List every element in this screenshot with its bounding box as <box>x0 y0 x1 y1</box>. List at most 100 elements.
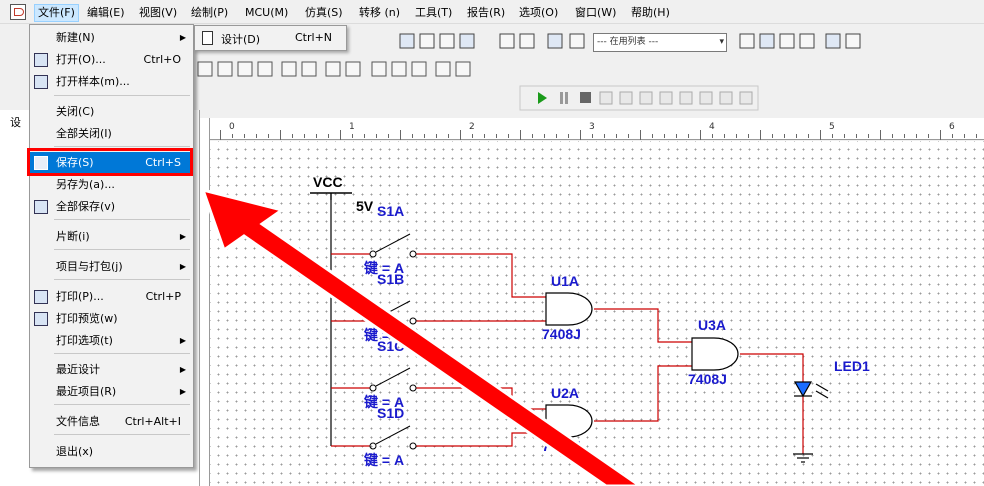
ruler-tick <box>640 130 641 140</box>
file-menu-item-11[interactable]: 打印预览(w) <box>30 308 193 330</box>
schematic-drawing: VCC 5V U1A 7408J U2A 7408J U3A 7408J LED… <box>310 174 870 468</box>
switch-name: S1C <box>377 338 404 354</box>
and-gate-u3a[interactable] <box>691 337 739 371</box>
ruler-tick <box>352 134 353 138</box>
ruler-tick <box>964 134 965 138</box>
ruler-tick <box>736 134 737 138</box>
menu-10[interactable]: 窗口(W) <box>575 6 617 19</box>
file-menu: 新建(N)▶打开(O)...Ctrl+O 打开样本(m)... 关闭(C) 全部关闭(… <box>29 24 194 468</box>
ruler-tick <box>388 134 389 138</box>
ruler-tick <box>868 134 869 138</box>
file-menu-item-10[interactable]: 打印(P)...Ctrl+P <box>30 286 193 308</box>
file-menu-label: 打开样本(m)... <box>56 75 130 88</box>
ruler-tick <box>616 134 617 138</box>
ruler-tick <box>460 130 461 140</box>
ruler-tick <box>316 134 317 138</box>
switch-lever-s1b[interactable] <box>375 300 411 320</box>
ruler-tick <box>796 134 797 138</box>
file-menu-item-4[interactable]: 全部关闭(I) <box>30 123 193 145</box>
file-menu-item-12[interactable]: 打印选项(t)▶ <box>30 330 193 352</box>
file-menu-item-3[interactable]: 关闭(C) <box>30 101 193 123</box>
ruler-tick <box>508 134 509 138</box>
file-menu-item-14[interactable]: 最近项目(R)▶ <box>30 381 193 403</box>
file-menu-shortcut: Ctrl+Alt+I <box>124 415 181 428</box>
menu-8[interactable]: 报告(R) <box>467 6 506 19</box>
gate-name-u1a: U1A <box>551 273 579 289</box>
ruler-tick <box>664 134 665 138</box>
file-menu-shortcut: Ctrl+P <box>145 290 181 303</box>
file-menu-label: 全部保存(v) <box>56 200 116 213</box>
ruler-label: 4 <box>709 122 715 132</box>
submenu-arrow-icon: ▶ <box>179 365 186 374</box>
file-menu-item-7[interactable]: 全部保存(v) <box>30 196 193 218</box>
file-menu-item-6[interactable]: 另存为(a)... <box>30 174 193 196</box>
ruler-tick <box>784 134 785 138</box>
switch-name: S1A <box>377 203 404 219</box>
menu-6[interactable]: 转移 (n) <box>359 6 401 19</box>
ruler-tick <box>892 134 893 138</box>
menu-1[interactable]: 编辑(E) <box>87 6 125 19</box>
switch-lever-s1a[interactable] <box>375 233 411 253</box>
file-menu-item-1[interactable]: 打开(O)...Ctrl+O <box>30 49 193 71</box>
file-menu-item-2[interactable]: 打开样本(m)... <box>30 71 193 93</box>
led-diode-icon[interactable] <box>793 381 813 398</box>
submenu-arrow-icon: ▶ <box>179 336 186 345</box>
and-gate-u1a[interactable] <box>545 292 593 326</box>
menu-7[interactable]: 工具(T) <box>415 6 453 19</box>
ruler-tick <box>748 134 749 138</box>
menu-separator <box>54 219 190 220</box>
menu-3[interactable]: 绘制(P) <box>191 6 229 19</box>
ruler-tick <box>436 134 437 138</box>
menu-4[interactable]: MCU(M) <box>245 6 289 19</box>
menu-5[interactable]: 仿真(S) <box>305 6 343 19</box>
ruler-tick <box>232 134 233 138</box>
chevron-down-icon: ▾ <box>719 37 724 47</box>
menu-separator <box>54 95 190 96</box>
ruler-tick <box>304 134 305 138</box>
menu-2[interactable]: 视图(V) <box>139 6 178 19</box>
file-menu-item-16[interactable]: 退出(x) <box>30 441 193 463</box>
switch-contact <box>369 317 377 325</box>
panel-tab[interactable]: 设 <box>10 116 21 129</box>
file-menu-item-8[interactable]: 片断(i)▶ <box>30 226 193 248</box>
file-menu-label: 全部关闭(I) <box>56 127 112 140</box>
menu-11[interactable]: 帮助(H) <box>631 6 670 19</box>
menu-0[interactable]: 文件(F) <box>34 4 79 22</box>
menu-separator <box>54 249 190 250</box>
submenu-arrow-icon: ▶ <box>179 33 186 42</box>
menu-9[interactable]: 选项(O) <box>519 6 559 19</box>
switch-lever-s1c[interactable] <box>375 367 411 387</box>
ruler-tick <box>676 134 677 138</box>
file-menu-item-0[interactable]: 新建(N)▶ <box>30 27 193 49</box>
ruler-tick <box>952 134 953 138</box>
file-menu-item-13[interactable]: 最近设计 ▶ <box>30 359 193 381</box>
file-menu-item-9[interactable]: 项目与打包(j)▶ <box>30 256 193 278</box>
gate-part-u3a: 7408J <box>688 371 727 387</box>
ruler-tick <box>724 134 725 138</box>
new-design-item[interactable]: 设计(D) <box>221 33 261 46</box>
in-use-list-combo[interactable]: --- 在用列表 --- ▾ <box>593 33 727 52</box>
ruler-tick <box>448 134 449 138</box>
in-use-list-value: --- 在用列表 --- <box>597 37 659 47</box>
switch-lever-s1d[interactable] <box>375 425 411 445</box>
ruler-tick <box>292 134 293 138</box>
ruler-label: 6 <box>949 122 955 132</box>
file-menu-label: 关闭(C) <box>56 105 95 118</box>
file-menu-item-5[interactable]: 保存(S)Ctrl+S <box>30 152 193 174</box>
file-menu-label: 最近设计 <box>56 363 100 376</box>
gate-name-u2a: U2A <box>551 385 579 401</box>
led-label: LED1 <box>834 358 870 374</box>
switch-key: 键 = A <box>363 452 404 468</box>
and-gate-u2a[interactable] <box>545 404 593 438</box>
file-menu-label: 最近项目(R) <box>56 385 117 398</box>
ruler-label: 3 <box>589 122 595 132</box>
save-disk-icon <box>34 156 48 170</box>
ruler-tick <box>916 134 917 138</box>
ruler-tick <box>940 130 941 140</box>
ruler-tick <box>328 134 329 138</box>
file-menu-label: 打开(O)... <box>56 53 106 66</box>
ruler-tick <box>520 130 521 140</box>
ruler-tick <box>808 134 809 138</box>
app-icon[interactable] <box>10 4 26 20</box>
